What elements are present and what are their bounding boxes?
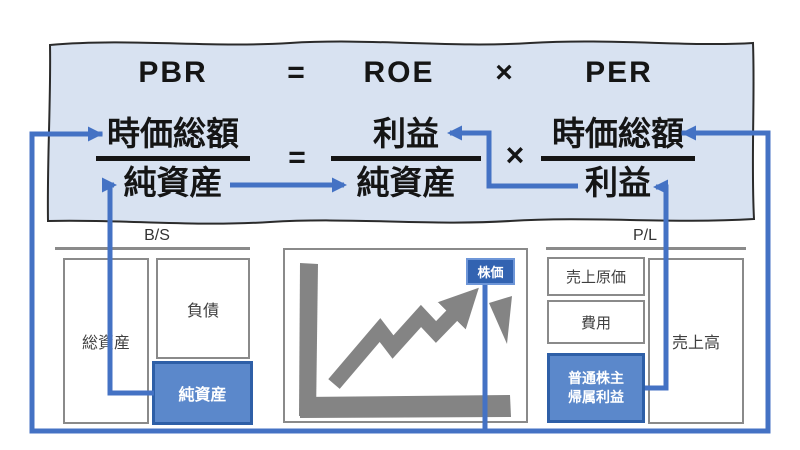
liabilities-box: 負債 [156,258,250,359]
stock-price-badge: 株価 [466,258,515,285]
middle-fraction: 利益 純資産 [331,114,481,203]
middle-fraction-numerator: 利益 [373,115,439,152]
pbr-label: PBR [138,56,208,89]
left-fraction: 時価総額 純資産 [96,114,250,203]
bs-title: B/S [144,227,170,244]
expenses-box: 費用 [547,300,645,344]
profit-attributable-line2: 帰属利益 [568,389,624,405]
cost-of-sales-box: 売上原価 [547,257,645,296]
profit-attributable-box: 普通株主 帰属利益 [547,353,645,423]
times-sign-top: × [495,56,515,89]
equals-sign-fractions: = [288,141,306,174]
pl-title: P/L [632,227,658,244]
bs-divider [55,247,250,250]
net-assets-box: 純資産 [152,361,253,425]
times-sign-fractions: × [505,137,525,173]
roe-label: ROE [363,56,435,89]
pl-divider [546,247,746,250]
equals-sign-top: = [287,56,307,89]
right-fraction-denominator: 利益 [585,164,651,201]
right-fraction-numerator: 時価総額 [552,115,684,152]
sales-box: 売上高 [648,258,744,424]
right-fraction: 時価総額 利益 [541,114,695,203]
total-assets-box: 総資産 [63,258,149,424]
right-fraction-bar [541,156,695,161]
left-fraction-bar [96,156,250,161]
left-fraction-denominator: 純資産 [123,164,223,201]
per-label: PER [585,56,653,89]
profit-attributable-line1: 普通株主 [568,370,624,386]
middle-fraction-bar [331,156,481,161]
middle-fraction-denominator: 純資産 [356,164,456,201]
left-fraction-numerator: 時価総額 [107,115,239,152]
